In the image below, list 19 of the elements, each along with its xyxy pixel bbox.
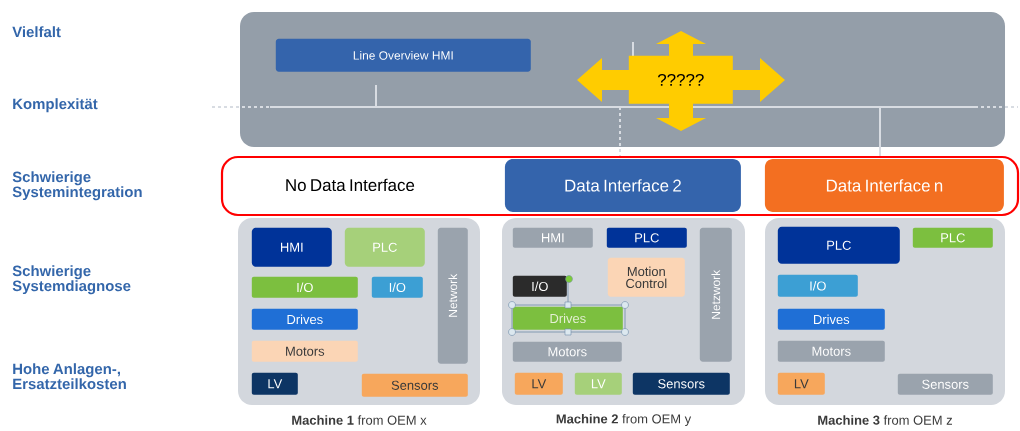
integration-outline (220, 155, 1020, 217)
row-label: Schwierige Systemintegration (12, 171, 142, 201)
component-box: Motion Control (607, 257, 685, 297)
header-label: No Data Interface (286, 178, 415, 192)
component-box: PLC (777, 226, 900, 264)
machine-caption: Machine 2 from OEM y (556, 413, 692, 427)
row-label: Hohe Anlagen-, Ersatzteilkosten (13, 363, 126, 390)
component-box: HMI (251, 227, 332, 267)
row-label: Vielfalt (12, 26, 61, 38)
network-bar: Network (437, 227, 468, 364)
interface-header: Data Interface n (764, 158, 1004, 212)
machine-caption: Machine 3 from OEM z (818, 415, 952, 425)
machine-caption: Machine 1 from OEM x (292, 415, 427, 425)
row-label: Schwierige Systemdiagnose (12, 265, 131, 295)
hmi-box: Line Overview HMI (275, 38, 531, 72)
interface-header: Data Interface 2 (504, 158, 741, 212)
network-bar: Netzwork (699, 227, 732, 362)
component-box: PLC (344, 227, 425, 267)
row-label: Komplexität (13, 98, 98, 113)
